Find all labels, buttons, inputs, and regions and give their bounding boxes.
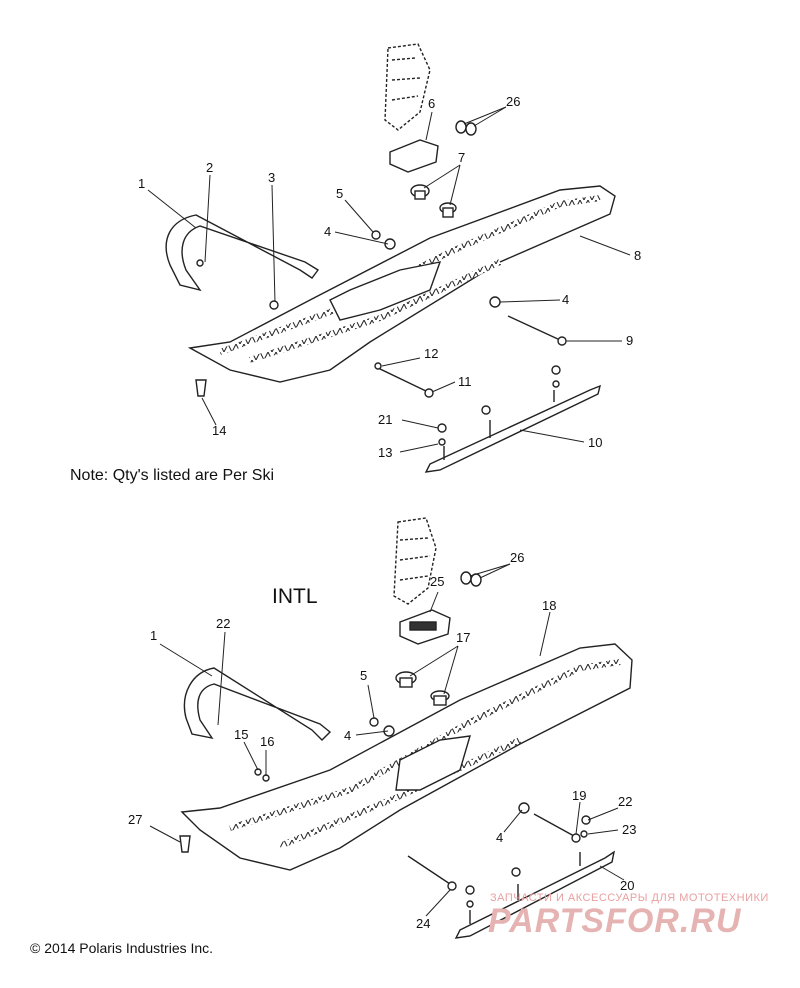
callout-bot-25: 25 <box>430 574 444 589</box>
intl-label: INTL <box>272 585 318 608</box>
callout-top-9: 9 <box>626 333 633 348</box>
part-20-runner <box>454 850 616 939</box>
callout-bot-4b: 4 <box>496 830 503 845</box>
callout-bot-26: 26 <box>510 550 524 565</box>
callout-top-6: 6 <box>428 96 435 111</box>
part-17-bushings <box>395 671 450 706</box>
callout-top-11: 11 <box>458 374 472 389</box>
bottom-callouts: 1 22 15 16 5 4 25 26 17 18 27 19 22 23 4… <box>128 550 636 931</box>
top-assembly <box>165 43 616 473</box>
top-callouts: 1 2 3 5 4 6 26 7 8 4 9 12 11 21 13 10 14 <box>138 94 641 460</box>
callout-top-13: 13 <box>378 445 392 460</box>
callout-bot-20: 20 <box>620 878 634 893</box>
part-26-washers <box>455 120 477 136</box>
watermark-subtitle: ЗАПЧАСТИ И АКСЕССУАРЫ ДЛЯ МОТОТЕХНИКИ <box>490 892 769 904</box>
callout-top-12: 12 <box>424 346 438 361</box>
callout-top-1: 1 <box>138 176 145 191</box>
part-7-bushings <box>410 184 457 218</box>
callout-bot-1: 1 <box>150 628 157 643</box>
callout-top-8: 8 <box>634 248 641 263</box>
spindle-bottom <box>393 517 437 605</box>
callout-top-26: 26 <box>506 94 520 109</box>
spindle-top <box>384 43 431 131</box>
bottom-leaders <box>149 563 625 917</box>
callout-top-21: 21 <box>378 412 392 427</box>
callout-bot-23: 23 <box>622 822 636 837</box>
callout-bot-4a: 4 <box>344 728 351 743</box>
callout-bot-16: 16 <box>260 734 274 749</box>
callout-bot-19: 19 <box>572 788 586 803</box>
part-6-block <box>389 139 439 173</box>
callout-bot-22b: 22 <box>618 794 632 809</box>
callout-bot-24: 24 <box>416 916 430 931</box>
part-26-washers-bottom <box>460 571 482 587</box>
part-1-handle <box>165 214 320 292</box>
part-1-handle-bottom <box>183 667 332 741</box>
callout-bot-27: 27 <box>128 812 142 827</box>
callout-bot-17: 17 <box>456 630 470 645</box>
copyright-text: © 2014 Polaris Industries Inc. <box>30 940 214 956</box>
callout-top-7: 7 <box>458 150 465 165</box>
callout-top-5: 5 <box>336 186 343 201</box>
callout-bot-18: 18 <box>542 598 556 613</box>
callout-top-3: 3 <box>268 170 275 185</box>
callout-bot-5: 5 <box>360 668 367 683</box>
callout-top-4b: 4 <box>562 292 569 307</box>
callout-top-14: 14 <box>212 423 226 438</box>
top-leaders <box>147 106 631 453</box>
part-10-runner <box>424 384 602 473</box>
callout-bot-22a: 22 <box>216 616 230 631</box>
callout-top-2: 2 <box>206 160 213 175</box>
callout-top-4a: 4 <box>324 224 331 239</box>
callout-top-10: 10 <box>588 435 602 450</box>
note-text: Note: Qty's listed are Per Ski <box>70 467 275 484</box>
watermark-logo: PARTSFOR.RU <box>488 902 742 940</box>
callout-bot-15: 15 <box>234 727 248 742</box>
